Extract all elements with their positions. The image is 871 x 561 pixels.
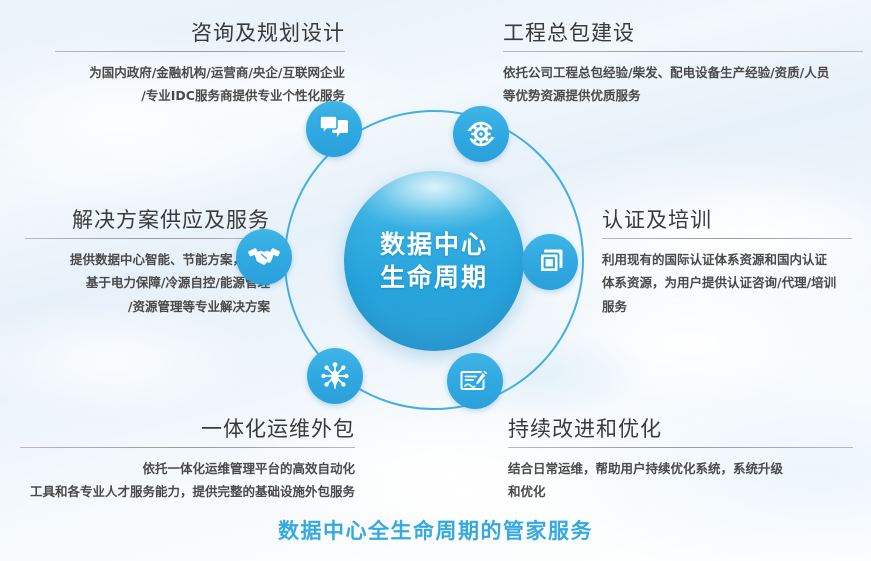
node-solution-supply[interactable] [236,229,292,285]
body-line: 利用现有的国际认证体系资源和国内认证 [602,252,828,268]
section-divider [503,51,863,53]
body-line: 等优势资源提供优质服务 [503,88,641,104]
body-line: 体系资源，为用户提供认证咨询/代理/培训 [602,275,837,291]
section-body-solution: 提供数据中心智能、节能方案，提供 基于电力保障/冷源自控/能源管理 /资源管理等… [25,248,270,317]
network-hub-icon [319,360,351,392]
node-certification-training[interactable] [522,234,578,290]
body-line: 和优化 [508,484,546,500]
lifecycle-ring-diagram: 数据中心 生命周期 [236,98,630,423]
body-line: 结合日常运维，帮助用户持续优化系统，系统升级 [508,461,784,477]
section-certification-training: 认证及培训 利用现有的国际认证体系资源和国内认证 体系资源，为用户提供认证咨询/… [602,207,852,318]
section-epc-construction: 工程总包建设 依托公司工程总包经验/柴发、配电设备生产经验/资质/人员 等优势资… [503,20,863,108]
section-body-ops: 依托一体化运维管理平台的高效自动化 工具和各专业人才服务能力，提供完整的基础设施… [20,457,355,503]
node-epc-construction[interactable] [453,106,509,162]
body-line: 为国内政府/金融机构/运营商/央企/互联网企业 [89,65,345,81]
node-integrated-ops[interactable] [307,348,363,404]
body-line: 服务 [602,298,628,314]
section-body-improvement: 结合日常运维，帮助用户持续优化系统，系统升级 和优化 [508,457,853,503]
section-title-consulting: 咨询及规划设计 [191,21,345,45]
center-label-line1: 数据中心 [379,230,488,259]
section-body-epc: 依托公司工程总包经验/柴发、配电设备生产经验/资质/人员 等优势资源提供优质服务 [503,61,863,107]
section-title-certification: 认证及培训 [602,208,712,232]
section-body-certification: 利用现有的国际认证体系资源和国内认证 体系资源，为用户提供认证咨询/代理/培训 … [602,248,852,317]
section-divider [55,51,345,53]
body-line: 依托公司工程总包经验/柴发、配电设备生产经验/资质/人员 [503,65,830,81]
document-sign-icon [459,367,491,395]
body-line: 提供数据中心智能、节能方案，提供 [69,252,270,268]
section-title-epc: 工程总包建设 [503,21,635,45]
section-title-solution: 解决方案供应及服务 [72,208,270,232]
body-line: 基于电力保障/冷源自控/能源管理 [85,275,270,291]
cloud-decoration [0,300,260,420]
chat-bubbles-icon [318,115,350,143]
center-label-line2: 生命周期 [379,263,488,292]
gear-cycle-icon [465,118,497,150]
section-title-improvement: 持续改进和优化 [508,417,662,441]
body-line: /资源管理等专业解决方案 [127,298,270,314]
section-divider [25,238,270,240]
section-integrated-ops-outsourcing: 一体化运维外包 依托一体化运维管理平台的高效自动化 工具和各专业人才服务能力，提… [20,416,355,504]
footer-title: 数据中心全生命周期的管家服务 [278,519,593,543]
section-title-ops: 一体化运维外包 [201,417,355,441]
handshake-icon [248,244,280,270]
section-divider [20,447,355,449]
body-line: 工具和各专业人才服务能力，提供完整的基础设施外包服务 [29,484,355,500]
body-line: /专业IDC服务商提供专业个性化服务 [141,88,345,104]
certificate-layers-icon [535,247,565,277]
section-continuous-improvement: 持续改进和优化 结合日常运维，帮助用户持续优化系统，系统升级 和优化 [508,416,853,504]
section-solution-supply-service: 解决方案供应及服务 提供数据中心智能、节能方案，提供 基于电力保障/冷源自控/能… [25,207,270,318]
node-continuous-improvement[interactable] [447,353,503,409]
node-consulting-planning[interactable] [306,101,362,157]
body-line: 依托一体化运维管理平台的高效自动化 [142,461,355,477]
section-divider [602,238,852,240]
section-body-consulting: 为国内政府/金融机构/运营商/央企/互联网企业 /专业IDC服务商提供专业个性化… [55,61,345,107]
section-consulting-planning: 咨询及规划设计 为国内政府/金融机构/运营商/央企/互联网企业 /专业IDC服务… [55,20,345,108]
center-circle: 数据中心 生命周期 [344,171,524,351]
section-divider [508,447,853,449]
